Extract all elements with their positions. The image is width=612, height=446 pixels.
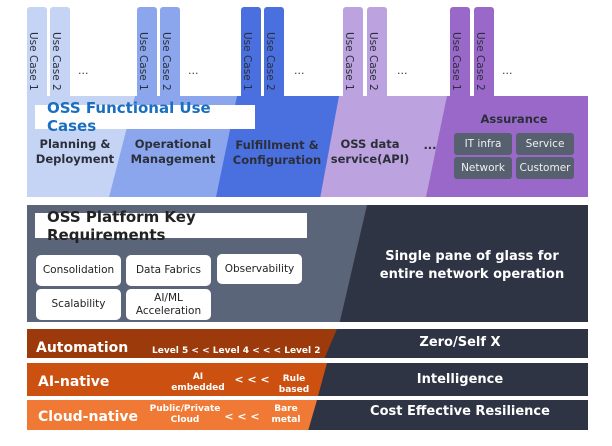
pill-label: Use Case 2 [160, 32, 172, 91]
use-case-pill: Use Case 2 [474, 7, 494, 106]
ellipsis: ... [188, 64, 199, 77]
layer-result: Zero/Self X [419, 335, 501, 350]
assurance-title: Assurance [480, 112, 548, 126]
pill-label: Use Case 1 [241, 32, 253, 91]
pill-label: Use Case 1 [343, 32, 355, 91]
segment-label: Planning & Deployment [35, 137, 115, 166]
requirement-chip: AI/ML Acceleration [126, 289, 211, 320]
segment-label: OSS data service(API) [330, 137, 410, 166]
requirement-chip: Data Fabrics [126, 255, 211, 286]
requirement-chip: Scalability [36, 289, 121, 320]
pill-label: Use Case 2 [50, 32, 62, 91]
layer-detail: < < < [234, 373, 270, 386]
platform-title: OSS Platform Key Requirements [35, 208, 307, 244]
use-case-pill: Use Case 1 [137, 7, 157, 106]
layer-detail: Level 5 < < Level 4 < < < Level 2 [152, 346, 321, 356]
pill-label: Use Case 2 [264, 32, 276, 91]
use-case-pill: Use Case 1 [27, 7, 47, 106]
pill-label: Use Case 1 [27, 32, 39, 91]
assurance-item: Customer [516, 157, 574, 179]
assurance-item: IT infra [454, 133, 512, 155]
pill-label: Use Case 1 [450, 32, 462, 91]
pill-label: Use Case 2 [367, 32, 379, 91]
layer-detail: Public/Private Cloud [149, 404, 221, 425]
use-case-pill: Use Case 1 [343, 7, 363, 106]
layer-name: AI-native [38, 374, 110, 390]
platform-summary: Single pane of glass for entire network … [379, 249, 565, 282]
layer-result: Intelligence [416, 372, 504, 387]
layer-detail: AI embedded [171, 372, 225, 393]
pill-label: Use Case 2 [474, 32, 486, 91]
use-case-pill: Use Case 2 [160, 7, 180, 106]
layer-detail: Bare metal [271, 404, 301, 425]
use-case-pill: Use Case 1 [450, 7, 470, 106]
ellipsis: ... [78, 64, 89, 77]
use-case-pill: Use Case 2 [50, 7, 70, 106]
requirement-chip: Observability [217, 254, 302, 284]
ellipsis: ... [397, 64, 408, 77]
ellipsis: ... [294, 64, 305, 77]
assurance-item: Service [516, 133, 574, 155]
automation-area [27, 329, 337, 358]
segment-label: Operational Management [130, 137, 216, 166]
ellipsis: ... [423, 138, 437, 152]
pill-label: Use Case 1 [137, 32, 149, 91]
layer-detail: < < < [224, 410, 260, 423]
assurance-item: Network [454, 157, 512, 179]
layer-detail: Rule based [278, 374, 310, 395]
layer-result: Cost Effective Resilience [370, 404, 550, 419]
ellipsis: ... [502, 64, 513, 77]
cloud-native-area [27, 400, 317, 430]
requirement-chip: Consolidation [36, 255, 121, 286]
segment-label: Fulfillment & Configuration [232, 138, 322, 167]
use-case-pill: Use Case 2 [367, 7, 387, 106]
use-case-pill: Use Case 1 [241, 7, 261, 106]
ai-native-area [27, 363, 327, 396]
functional-title: OSS Functional Use Cases [35, 99, 255, 135]
layer-name: Automation [36, 340, 129, 356]
use-case-pill: Use Case 2 [264, 7, 284, 106]
layer-name: Cloud-native [38, 409, 139, 425]
